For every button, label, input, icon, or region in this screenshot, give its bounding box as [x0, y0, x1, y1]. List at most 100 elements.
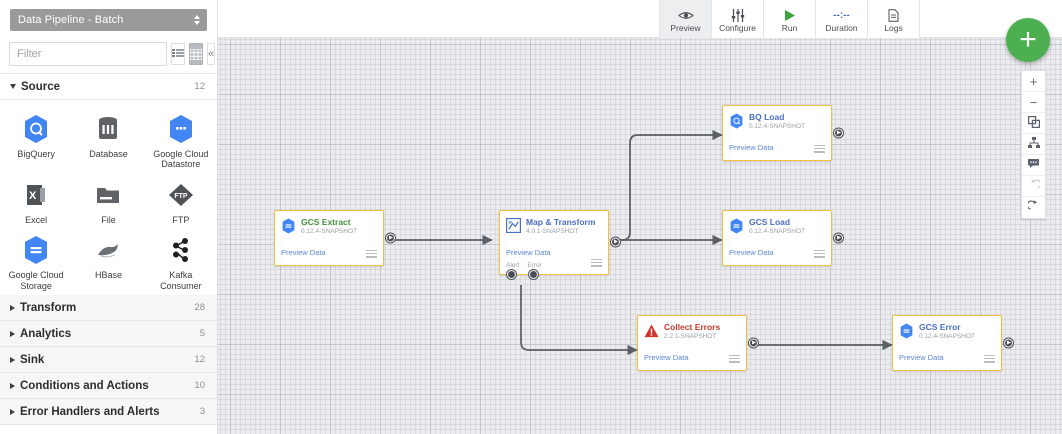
toolbar-duration-display[interactable]: --:-- Duration	[816, 0, 868, 38]
bigquery-hex-icon	[729, 113, 744, 128]
node-gcs-load[interactable]: GCS Load 0.12.4-SNAPSHOT Preview Data	[722, 210, 843, 266]
sidebar-group-conditions-and-actions[interactable]: Conditions and Actions 10	[0, 373, 217, 399]
port-label-error: Error	[527, 261, 542, 269]
plugin-label: HBase	[94, 270, 122, 281]
toolbar-label: Configure	[719, 22, 756, 33]
pipeline-toolbar: Preview Configure	[218, 0, 1062, 38]
ftp-diamond-icon: FTP	[166, 180, 196, 210]
toolbar-label: Duration	[825, 22, 858, 33]
list-view-button[interactable]	[171, 43, 185, 65]
node-bq-load[interactable]: BQ Load 0.12.4-SNAPSHOT Preview Data	[722, 105, 843, 161]
sidebar-group-transform[interactable]: Transform 28	[0, 295, 217, 321]
plugin-hbase[interactable]: HBase	[72, 229, 144, 295]
plugin-bigquery[interactable]: BigQuery	[0, 108, 72, 174]
node-output-port[interactable]	[386, 233, 395, 243]
plus-icon: +	[1019, 23, 1037, 56]
node-menu-icon[interactable]	[984, 354, 995, 365]
node-menu-icon[interactable]	[729, 354, 740, 365]
node-alert-port[interactable]	[507, 269, 516, 279]
gcs-hex-icon	[281, 218, 296, 233]
plugin-excel[interactable]: X Excel	[0, 174, 72, 229]
preview-data-link[interactable]: Preview Data	[506, 247, 551, 257]
gcs-hex-icon	[899, 323, 914, 338]
node-output-port[interactable]	[834, 128, 843, 138]
chevron-right-icon	[10, 408, 15, 415]
zoom-in-button[interactable]: +	[1022, 71, 1045, 92]
plugin-kafka-consumer[interactable]: Kafka Consumer	[145, 229, 217, 295]
sidebar-group-analytics[interactable]: Analytics 5	[0, 321, 217, 347]
redo-icon	[1026, 200, 1040, 215]
chevron-right-icon	[10, 330, 15, 337]
preview-data-link[interactable]: Preview Data	[729, 142, 774, 152]
toolbar-actions: Preview Configure	[659, 0, 920, 38]
toolbar-run-button[interactable]: Run	[764, 0, 816, 38]
grid-view-button[interactable]	[189, 43, 203, 65]
comment-icon	[1027, 158, 1040, 172]
plugin-label: BigQuery	[17, 149, 55, 159]
node-output-port[interactable]	[834, 233, 843, 243]
add-node-fab[interactable]: +	[1006, 18, 1050, 62]
edge-map-transform-error-to-collect-errors	[520, 285, 638, 356]
sidebar-group-error-handlers-and-alerts[interactable]: Error Handlers and Alerts 3	[0, 399, 217, 425]
database-cylinder-icon	[93, 114, 123, 144]
preview-data-link[interactable]: Preview Data	[729, 247, 774, 257]
excel-file-icon: X	[21, 180, 51, 210]
node-title: Collect Errors	[664, 322, 721, 332]
fit-to-screen-button[interactable]	[1022, 113, 1045, 134]
preview-data-link[interactable]: Preview Data	[899, 352, 944, 362]
node-body: Preview Data Alert Error	[500, 239, 608, 274]
redo-button[interactable]	[1022, 197, 1045, 218]
toolbar-configure-button[interactable]: Configure	[712, 0, 764, 38]
node-menu-icon[interactable]	[591, 258, 602, 269]
toolbar-logs-button[interactable]: Logs	[868, 0, 920, 38]
grid-view-icon	[190, 48, 202, 60]
kafka-icon	[166, 235, 196, 265]
node-menu-icon[interactable]	[814, 249, 825, 260]
pipeline-canvas[interactable]: GCS Extract 0.12.4-SNAPSHOT Preview Data…	[218, 38, 1062, 434]
filter-row: «	[0, 39, 217, 74]
node-menu-icon[interactable]	[814, 144, 825, 155]
svg-text:X: X	[29, 190, 37, 202]
comment-button[interactable]	[1022, 155, 1045, 176]
undo-icon	[1028, 178, 1041, 194]
node-collect-errors[interactable]: Collect Errors 2.2.1-SNAPSHOT Preview Da…	[637, 315, 758, 371]
undo-button[interactable]	[1022, 176, 1045, 197]
node-output-port[interactable]	[749, 338, 758, 348]
collapse-sidebar-button[interactable]: «	[207, 43, 216, 65]
gcs-hex-icon	[729, 218, 744, 233]
sidebar-group-label: Error Handlers and Alerts	[20, 405, 160, 418]
wrangler-icon	[506, 218, 521, 233]
align-nodes-button[interactable]	[1022, 134, 1045, 155]
preview-data-link[interactable]: Preview Data	[644, 352, 689, 362]
canvas-controls: + −	[1021, 70, 1046, 219]
preview-data-link[interactable]: Preview Data	[281, 247, 326, 257]
node-map-transform[interactable]: Map & Transform 4.0.1-SNAPSHOT Preview D…	[499, 210, 620, 279]
node-menu-icon[interactable]	[366, 249, 377, 260]
zoom-out-button[interactable]: −	[1022, 92, 1045, 113]
zoom-in-icon: +	[1029, 73, 1038, 89]
plugin-label: Database	[89, 149, 128, 159]
node-title: BQ Load	[749, 112, 785, 122]
plugin-database[interactable]: Database	[72, 108, 144, 174]
node-gcs-error[interactable]: GCS Error 0.12.4-SNAPSHOT Preview Data	[892, 315, 1013, 371]
pipeline-type-select[interactable]: Data Pipeline - Batch	[10, 9, 207, 31]
node-body: Preview Data	[638, 344, 746, 370]
plugin-google-cloud-storage[interactable]: Google Cloud Storage	[0, 229, 72, 295]
node-output-port[interactable]	[611, 237, 620, 247]
plugin-google-cloud-datastore[interactable]: Google Cloud Datastore	[145, 108, 217, 174]
plugin-file[interactable]: File	[72, 174, 144, 229]
sidebar-group-count: 5	[199, 328, 205, 339]
plugin-ftp[interactable]: FTP FTP	[145, 174, 217, 229]
pipeline-type-value: Data Pipeline - Batch	[18, 14, 124, 26]
node-body: Preview Data	[723, 134, 831, 160]
node-title: GCS Error	[919, 322, 961, 332]
sidebar-group-source[interactable]: Source 12	[0, 74, 217, 100]
edge-map-transform-to-bq-load	[611, 129, 723, 241]
filter-input[interactable]	[9, 42, 167, 66]
node-error-port[interactable]	[529, 269, 538, 279]
node-gcs-extract[interactable]: GCS Extract 0.12.4-SNAPSHOT Preview Data	[274, 210, 395, 266]
sidebar-group-sink[interactable]: Sink 12	[0, 347, 217, 373]
toolbar-preview-button[interactable]: Preview	[660, 0, 712, 38]
chevron-right-icon	[10, 304, 15, 311]
node-output-port[interactable]	[1004, 338, 1013, 348]
